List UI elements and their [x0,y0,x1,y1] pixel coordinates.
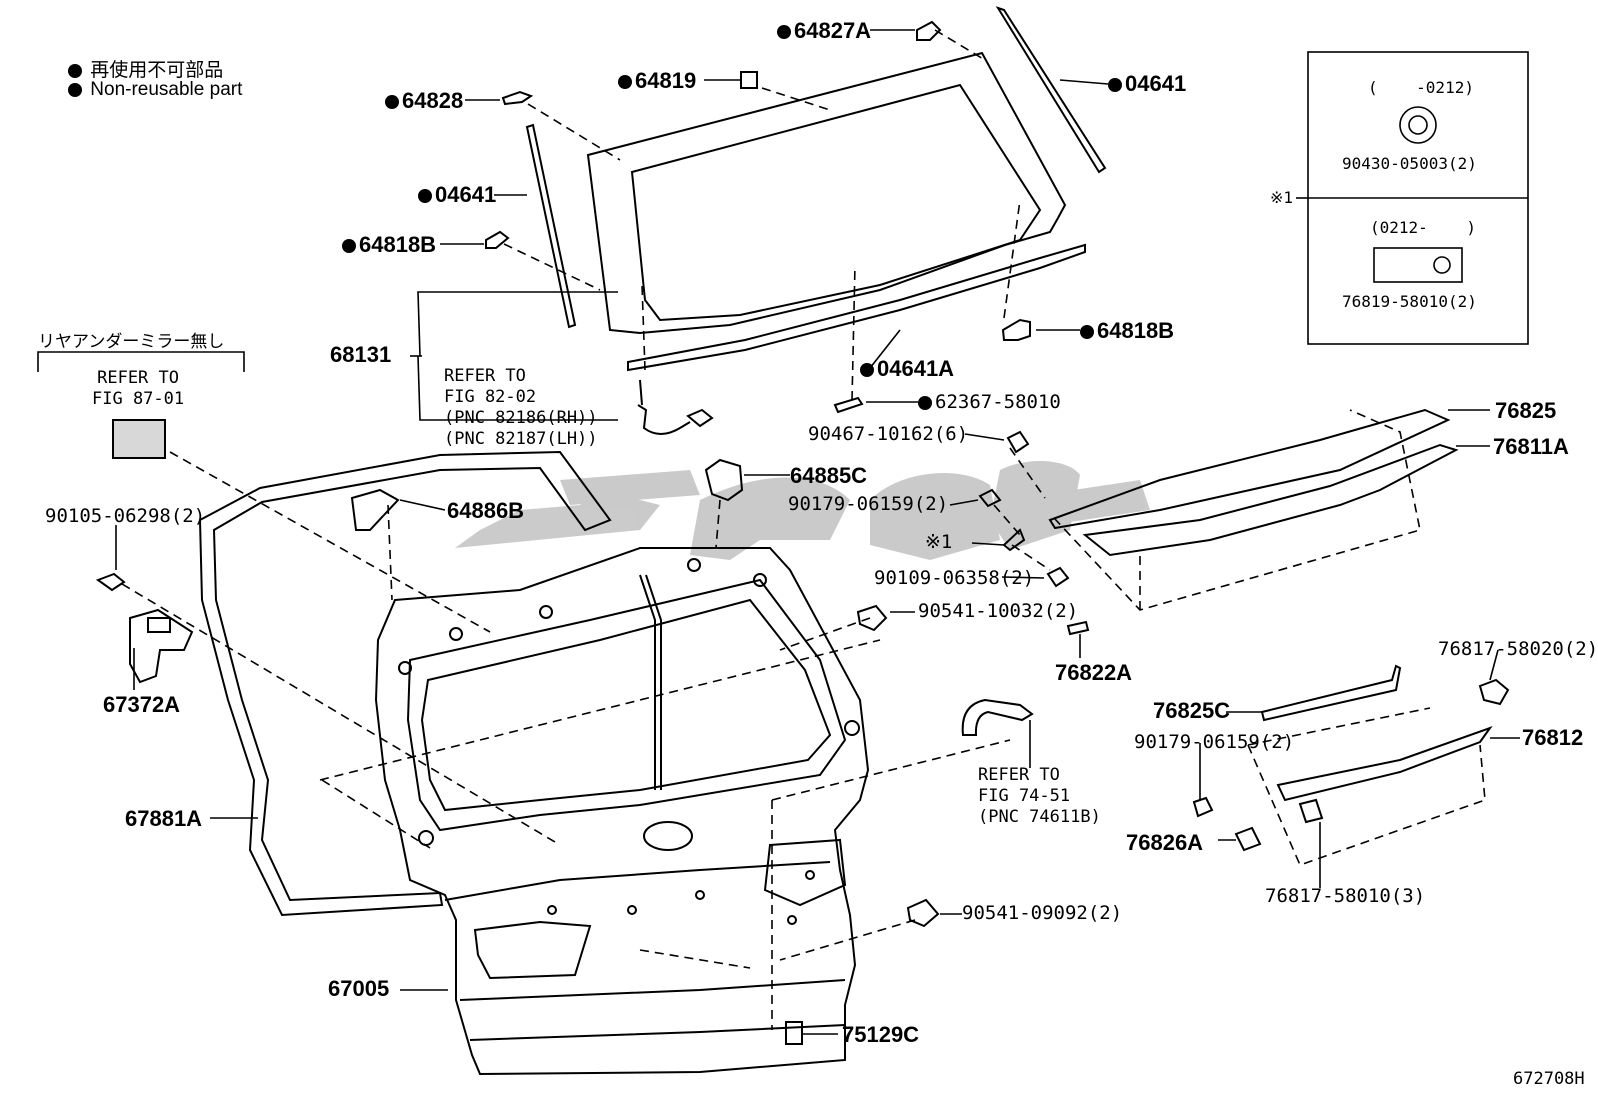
screw-76826A [1234,826,1262,852]
non-reusable-dot-icon [418,189,432,204]
variant-box [1296,51,1529,345]
clip-64827A [916,20,942,41]
non-reusable-dot-icon [385,95,399,110]
ref-74-51: REFER TO FIG 74-51 (PNC 74611B) [978,765,1101,827]
clip-64818B-left [485,230,510,249]
label-76812: 76812 [1522,725,1584,750]
label-90105: 90105-06298(2) [45,505,206,527]
label-90179-top: 90179-06159(2) [788,493,949,515]
variant-top-range: ( -0212) [1368,78,1474,97]
back-door-panel [374,547,870,1076]
legend-en: Non-reusable part [68,79,242,101]
label-76817-58020: 76817-58020(2) [1438,638,1598,660]
non-reusable-dot-icon [777,25,791,40]
label-64827A: 64827A [777,20,871,42]
label-90467: 90467-10162(6) [808,423,969,445]
clip-90467 [1006,430,1030,454]
wire-harness [637,379,714,435]
spoiler-76825 [1048,408,1459,557]
label-76825: 76825 [1495,398,1557,423]
screw-90109 [1046,566,1070,588]
label-64818B-right: 64818B [1080,320,1174,342]
leader-lines [115,29,1520,1035]
variant-note-mark: ※1 [1270,188,1294,207]
hinge-64885C [704,458,744,502]
non-reusable-dot-icon [342,239,356,254]
clip-62367 [833,396,864,414]
label-64819: 64819 [618,70,696,92]
bracket-ref-87 [37,351,245,372]
non-reusable-dot-icon [1080,325,1094,340]
label-76822A: 76822A [1055,660,1133,685]
clip-64818B-right [1001,318,1031,341]
clip-76817-58010 [1298,798,1324,824]
bumper-90541-09092 [906,898,940,928]
label-62367: 62367-58010 [918,393,1061,412]
variant-bottom-part: 76819-58010(2) [1342,292,1477,311]
non-reusable-dot-icon [860,363,874,378]
label-76825C: 76825C [1153,698,1231,723]
label-76811A: 76811A [1493,434,1569,459]
ref-87-01: REFER TO FIG 87-01 [92,368,185,409]
clip-76822A [1066,620,1090,636]
handle-ref-74-51 [961,698,1034,736]
bumper-90541-10032 [856,604,888,632]
back-glass [586,51,1086,372]
non-reusable-dot-icon [1108,78,1122,93]
molding-76825C [1260,664,1402,722]
clip-64819 [740,71,758,89]
label-64828: 64828 [385,90,463,112]
label-68131: 68131 [330,342,392,367]
plug-75129C [785,1021,803,1045]
label-90179-bot: 90179-06159(2) [1134,731,1295,753]
clip-64828 [501,90,534,106]
non-reusable-dot-icon [68,63,82,78]
non-reusable-dot-icon [68,82,82,97]
label-04641A: 04641A [860,358,954,380]
label-64885C: 64885C [790,463,868,488]
clip-note-mark-1 [1002,528,1026,552]
label-76817-58010: 76817-58010(3) [1265,885,1426,907]
figure-code: 672708H [1513,1069,1585,1089]
label-76826A: 76826A [1126,830,1204,855]
non-reusable-dot-icon [618,75,632,90]
label-67881A: 67881A [125,806,203,831]
label-64886B: 64886B [447,498,525,523]
legend-en-text: Non-reusable part [90,79,243,100]
clip-90179-bot [1192,796,1214,818]
dashed-assembly-lines [121,29,1486,1030]
lock-67372A [95,572,194,684]
label-note-mark-mid: ※1 [925,531,953,553]
non-reusable-dot-icon [918,395,932,410]
weatherstrip-67881A [198,450,612,917]
garnish-76812 [1276,725,1493,802]
label-75129C: 75129C [842,1022,920,1047]
clip-76817-58020 [1478,678,1510,706]
label-04641-top: 04641 [1108,73,1186,95]
refer-pad-87-01 [112,419,166,459]
legend-jp-text: 再使用不可部品 [90,60,224,81]
ref-82-02: REFER TO FIG 82-02 (PNC 82186(RH)) (PNC … [444,366,598,449]
variant-top-part: 90430-05003(2) [1342,154,1477,173]
label-64818B-left: 64818B [342,234,436,256]
molding-04641-right [995,6,1107,174]
variant-bottom-range: (0212- ) [1370,218,1476,237]
label-90109: 90109-06358(2) [874,567,1035,589]
label-67005: 67005 [328,976,390,1001]
label-67372A: 67372A [103,692,181,717]
label-04641-left: 04641 [418,184,496,206]
hinge-64886B [350,488,400,531]
clip-90179-top [978,488,1002,508]
molding-04641-left [525,123,577,329]
ref-87-header-jp: リヤアンダーミラー無し [38,332,225,352]
label-90541-10032: 90541-10032(2) [918,600,1079,622]
legend-jp: 再使用不可部品 [68,55,223,82]
label-90541-09092: 90541-09092(2) [962,902,1123,924]
